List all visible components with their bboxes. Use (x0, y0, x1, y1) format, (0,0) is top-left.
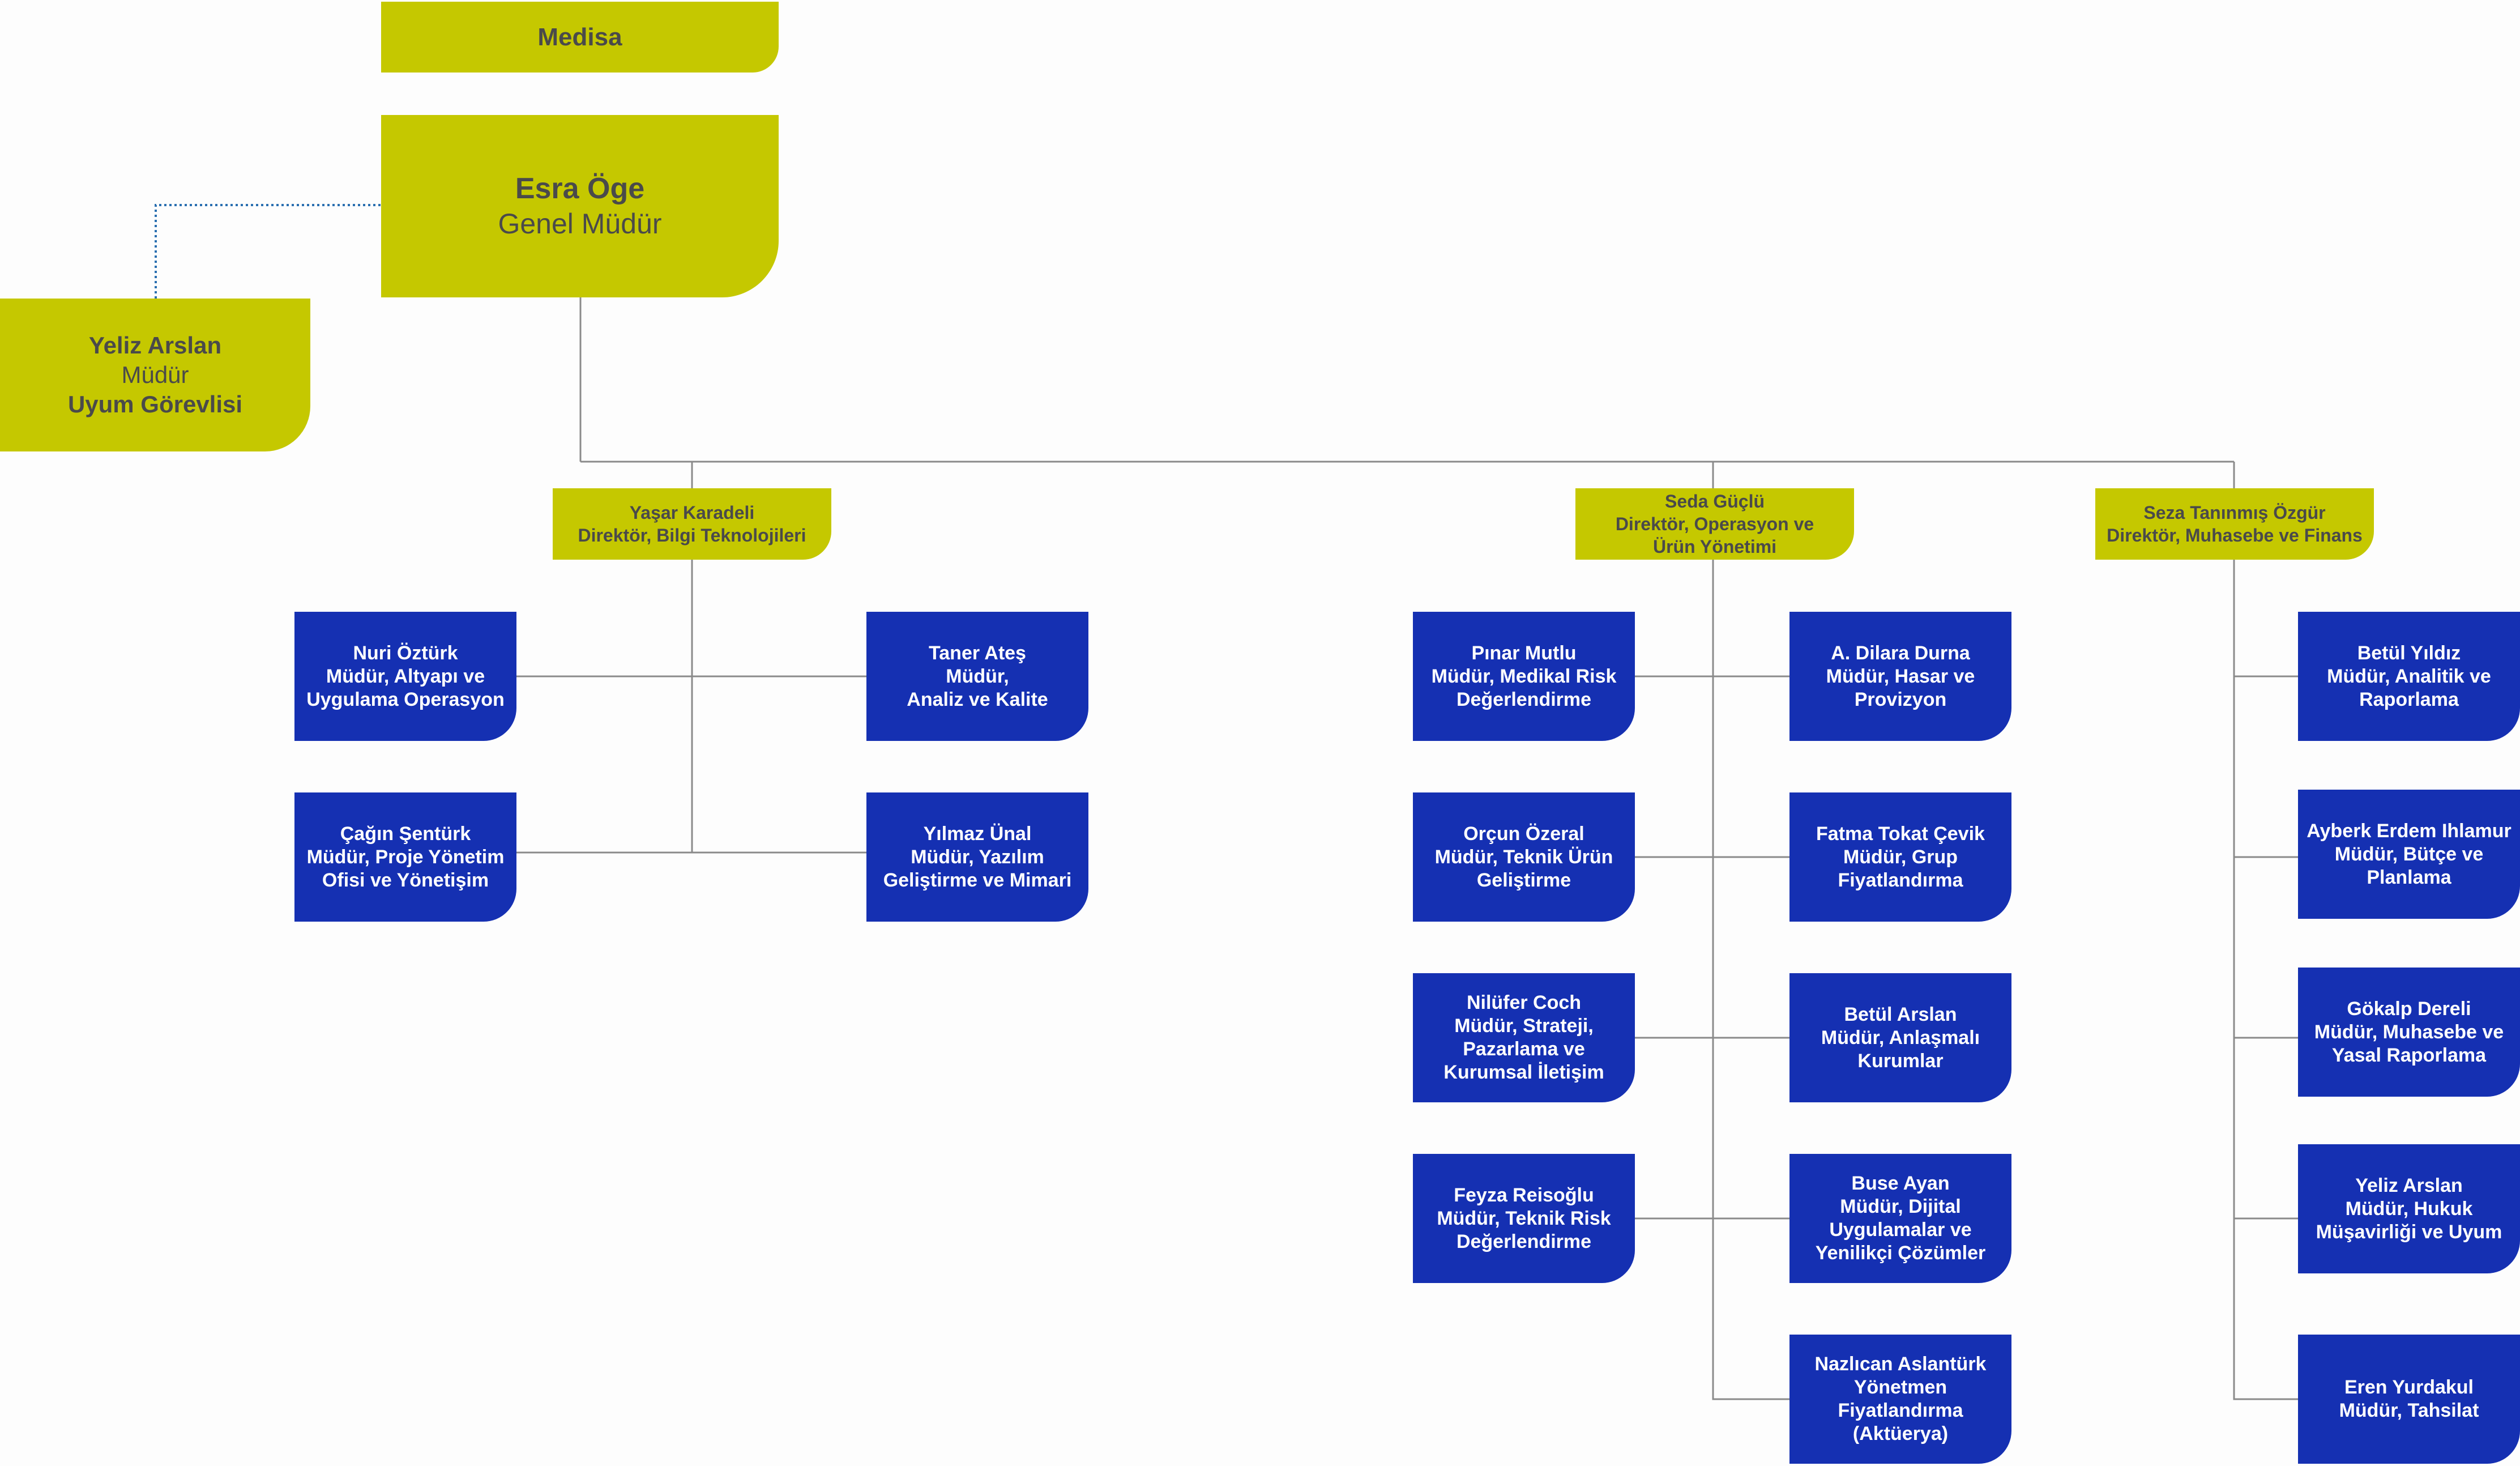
manager-line: Değerlendirme (1456, 688, 1592, 710)
manager-line: Nazlıcan Aslantürk (1814, 1353, 1987, 1375)
manager-line: Feyza Reisoğlu (1454, 1184, 1594, 1206)
manager-line: A. Dilara Durna (1831, 642, 1970, 664)
manager-line: Planlama (2367, 866, 2451, 888)
director-fin-name: Seza Tanınmış Özgür (2143, 502, 2326, 523)
ceo-name: Esra Öge (515, 172, 645, 205)
manager-line: Betül Arslan (1844, 1003, 1957, 1025)
manager-line: Nuri Öztürk (353, 642, 458, 664)
manager-line: Müdür, Anlaşmalı (1821, 1026, 1980, 1049)
compliance-title: Müdür (121, 361, 189, 388)
manager-line: Fiyatlandırma (1838, 1400, 1963, 1421)
manager-box: Çağın Şentürk Müdür, Proje Yönetim Ofisi… (294, 792, 516, 922)
manager-line: Gökalp Dereli (2347, 998, 2471, 1020)
manager-box: Yeliz Arslan Müdür, Hukuk Müşavirliği ve… (2298, 1144, 2520, 1273)
manager-line: Müdür, Analitik ve (2327, 665, 2491, 687)
manager-line: Müdür, Grup (1843, 846, 1958, 868)
connector-compliance-dotted (155, 204, 381, 299)
manager-line: Müdür, (946, 665, 1009, 687)
manager-box: Yılmaz Ünal Müdür, Yazılım Geliştirme ve… (866, 792, 1088, 922)
manager-box: Feyza Reisoğlu Müdür, Teknik Risk Değerl… (1413, 1154, 1635, 1283)
manager-line: Geliştirme ve Mimari (883, 869, 1072, 891)
manager-line: Nilüfer Coch (1466, 992, 1582, 1013)
manager-box: Buse Ayan Müdür, Dijital Uygulamalar ve … (1789, 1154, 2011, 1283)
manager-box: Nazlıcan Aslantürk Yönetmen Fiyatlandırm… (1789, 1335, 2011, 1464)
manager-line: Geliştirme (1476, 869, 1571, 891)
director-it-title: Direktör, Bilgi Teknolojileri (578, 525, 806, 546)
manager-line: Betül Yıldız (2357, 642, 2461, 664)
manager-line: Müdür, Strateji, (1454, 1015, 1594, 1037)
manager-line: Raporlama (2359, 688, 2459, 710)
manager-line: Müdür, Altyapı ve (326, 665, 485, 687)
director-fin: Seza Tanınmış Özgür Direktör, Muhasebe v… (2095, 488, 2374, 560)
manager-line: Yasal Raporlama (2331, 1044, 2487, 1066)
connector-fin-trunk (2233, 560, 2298, 1400)
manager-box: Betül Arslan Müdür, Anlaşmalı Kurumlar (1789, 973, 2011, 1102)
manager-line: Buse Ayan (1851, 1173, 1950, 1194)
manager-line: Ofisi ve Yönetişim (322, 869, 489, 891)
manager-line: Müdür, Medikal Risk (1431, 665, 1617, 687)
manager-line: Fatma Tokat Çevik (1816, 823, 1985, 845)
director-ops: Seda Güçlü Direktör, Operasyon ve Ürün Y… (1575, 488, 1854, 560)
director-it-name: Yaşar Karadeli (629, 502, 755, 523)
manager-box: Nilüfer Coch Müdür, Strateji, Pazarlama … (1413, 973, 1635, 1102)
manager-line: Orçun Özeral (1463, 823, 1584, 845)
connector-ceo-bus (579, 297, 2234, 463)
manager-line: Müdür, Muhasebe ve (2314, 1021, 2504, 1043)
director-it: Yaşar Karadeli Direktör, Bilgi Teknoloji… (553, 488, 831, 560)
manager-box: Orçun Özeral Müdür, Teknik Ürün Geliştir… (1413, 792, 1635, 922)
manager-line: Müdür, Proje Yönetim (306, 846, 505, 868)
manager-line: Müdür, Yazılım (911, 846, 1044, 868)
ceo-box: Esra Öge Genel Müdür (381, 115, 779, 297)
manager-box: Nuri Öztürk Müdür, Altyapı ve Uygulama O… (294, 612, 516, 741)
manager-line: Yılmaz Ünal (923, 823, 1032, 845)
manager-line: Müdür, Tahsilat (2339, 1400, 2479, 1421)
manager-box: A. Dilara Durna Müdür, Hasar ve Provizyo… (1789, 612, 2011, 741)
director-fin-title: Direktör, Muhasebe ve Finans (2107, 525, 2363, 546)
manager-line: Uygulama Operasyon (306, 688, 505, 710)
director-ops-name: Seda Güçlü (1664, 491, 1765, 512)
compliance-role: Uyum Görevlisi (67, 391, 243, 417)
company-name: Medisa (537, 23, 622, 51)
manager-line: Pınar Mutlu (1471, 642, 1577, 664)
director-ops-title-2: Ürün Yönetimi (1652, 536, 1777, 557)
manager-line: Eren Yurdakul (2344, 1376, 2474, 1398)
manager-line: Ayberk Erdem Ihlamur (2307, 820, 2512, 842)
manager-line: Kurumsal İletişim (1443, 1062, 1604, 1083)
manager-line: Kurumlar (1857, 1050, 1944, 1072)
manager-box: Pınar Mutlu Müdür, Medikal Risk Değerlen… (1413, 612, 1635, 741)
manager-line: Müdür, Dijital (1840, 1196, 1961, 1217)
manager-line: Uygulamalar ve (1829, 1219, 1972, 1241)
manager-box: Ayberk Erdem Ihlamur Müdür, Bütçe ve Pla… (2298, 790, 2520, 919)
manager-box: Taner Ateş Müdür, Analiz ve Kalite (866, 612, 1088, 741)
manager-line: Müdür, Teknik Ürün (1434, 846, 1613, 868)
company-box: Medisa (381, 2, 779, 73)
manager-line: Pazarlama ve (1463, 1038, 1585, 1060)
manager-box: Gökalp Dereli Müdür, Muhasebe ve Yasal R… (2298, 968, 2520, 1097)
manager-line: Müdür, Teknik Risk (1437, 1207, 1611, 1229)
manager-box: Betül Yıldız Müdür, Analitik ve Raporlam… (2298, 612, 2520, 741)
manager-box: Eren Yurdakul Müdür, Tahsilat (2298, 1335, 2520, 1464)
manager-line: Provizyon (1854, 688, 1947, 710)
manager-line: Yenilikçi Çözümler (1815, 1242, 1986, 1264)
connector-director-drops (691, 462, 2235, 488)
compliance-box: Yeliz Arslan Müdür Uyum Görevlisi (0, 299, 310, 451)
manager-line: Analiz ve Kalite (907, 688, 1048, 710)
manager-line: (Aktüerya) (1852, 1423, 1949, 1444)
manager-line: Müdür, Hukuk (2345, 1197, 2473, 1220)
manager-line: Değerlendirme (1456, 1230, 1592, 1252)
compliance-name: Yeliz Arslan (88, 332, 222, 359)
manager-line: Çağın Şentürk (340, 823, 471, 845)
director-ops-title-1: Direktör, Operasyon ve (1615, 514, 1814, 534)
manager-line: Müdür, Bütçe ve (2334, 843, 2484, 865)
ceo-title: Genel Müdür (498, 208, 662, 240)
connector-ops-trunk (1712, 560, 1789, 1400)
manager-line: Taner Ateş (929, 642, 1026, 664)
manager-line: Müdür, Hasar ve (1826, 665, 1975, 687)
manager-box: Fatma Tokat Çevik Müdür, Grup Fiyatlandı… (1789, 792, 2011, 922)
manager-line: Müşavirliği ve Uyum (2316, 1221, 2502, 1243)
manager-line: Yeliz Arslan (2355, 1174, 2463, 1196)
manager-line: Fiyatlandırma (1838, 869, 1963, 891)
manager-line: Yönetmen (1853, 1376, 1947, 1398)
